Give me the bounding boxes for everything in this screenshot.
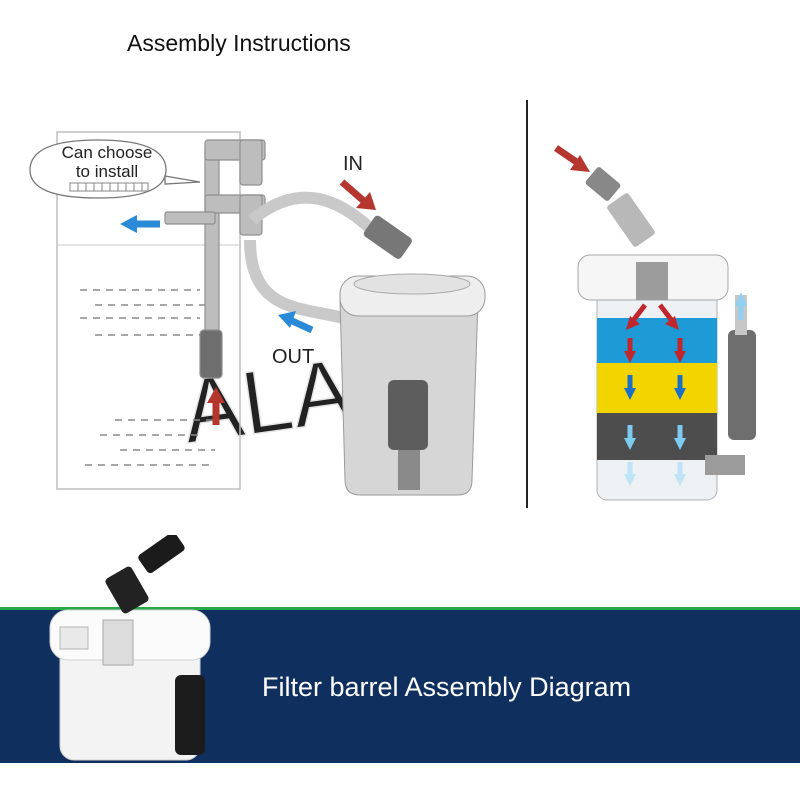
callout-line-2: to install (76, 162, 138, 181)
inflow-arrow-icon (339, 179, 376, 210)
inflow-arrow-icon (554, 145, 590, 172)
inflow-arrow-icon (207, 387, 225, 425)
flow-arrow-icon (624, 292, 747, 486)
outflow-arrow-icon (120, 215, 160, 233)
media-layer-3 (597, 413, 717, 460)
page-title: Assembly Instructions (127, 30, 351, 56)
filter-canister (339, 215, 486, 496)
tank-piping (164, 139, 266, 379)
cutaway-canister (577, 167, 756, 501)
out-label: OUT (272, 346, 314, 368)
banner-title: Filter barrel Assembly Diagram (262, 672, 632, 702)
filter-barrel-photo (49, 535, 211, 761)
in-label: IN (343, 153, 363, 175)
media-layer-2 (597, 363, 717, 413)
install-callout: Can choose to install (29, 139, 201, 199)
hose-in (248, 191, 377, 235)
outflow-arrow-icon (278, 311, 314, 334)
scene-divider (526, 100, 528, 508)
callout-line-1: Can choose (62, 143, 153, 162)
assembly-diagram: ALAKA Can choose to install (29, 131, 756, 501)
media-layer-1 (597, 318, 717, 363)
